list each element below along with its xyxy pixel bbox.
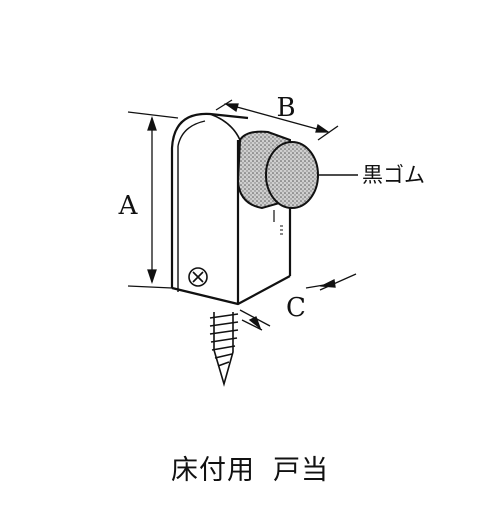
dimension-c-label: C [286, 293, 306, 323]
caption-name: 戸当 [273, 455, 329, 486]
figure-caption: 床付用戸当 [0, 448, 500, 487]
screw-head-icon [188, 267, 208, 287]
dimension-c-line [239, 273, 357, 331]
dimension-b-line [215, 99, 339, 141]
dimension-a-line [127, 111, 179, 289]
black-rubber-label: 黒ゴム [362, 163, 425, 187]
caption-product: 床付用 [171, 455, 255, 486]
screw-thread [209, 312, 239, 387]
dimension-a-label: A [118, 191, 139, 221]
dimension-b-label: B [276, 93, 295, 123]
black-rubber-bumper [236, 130, 319, 210]
